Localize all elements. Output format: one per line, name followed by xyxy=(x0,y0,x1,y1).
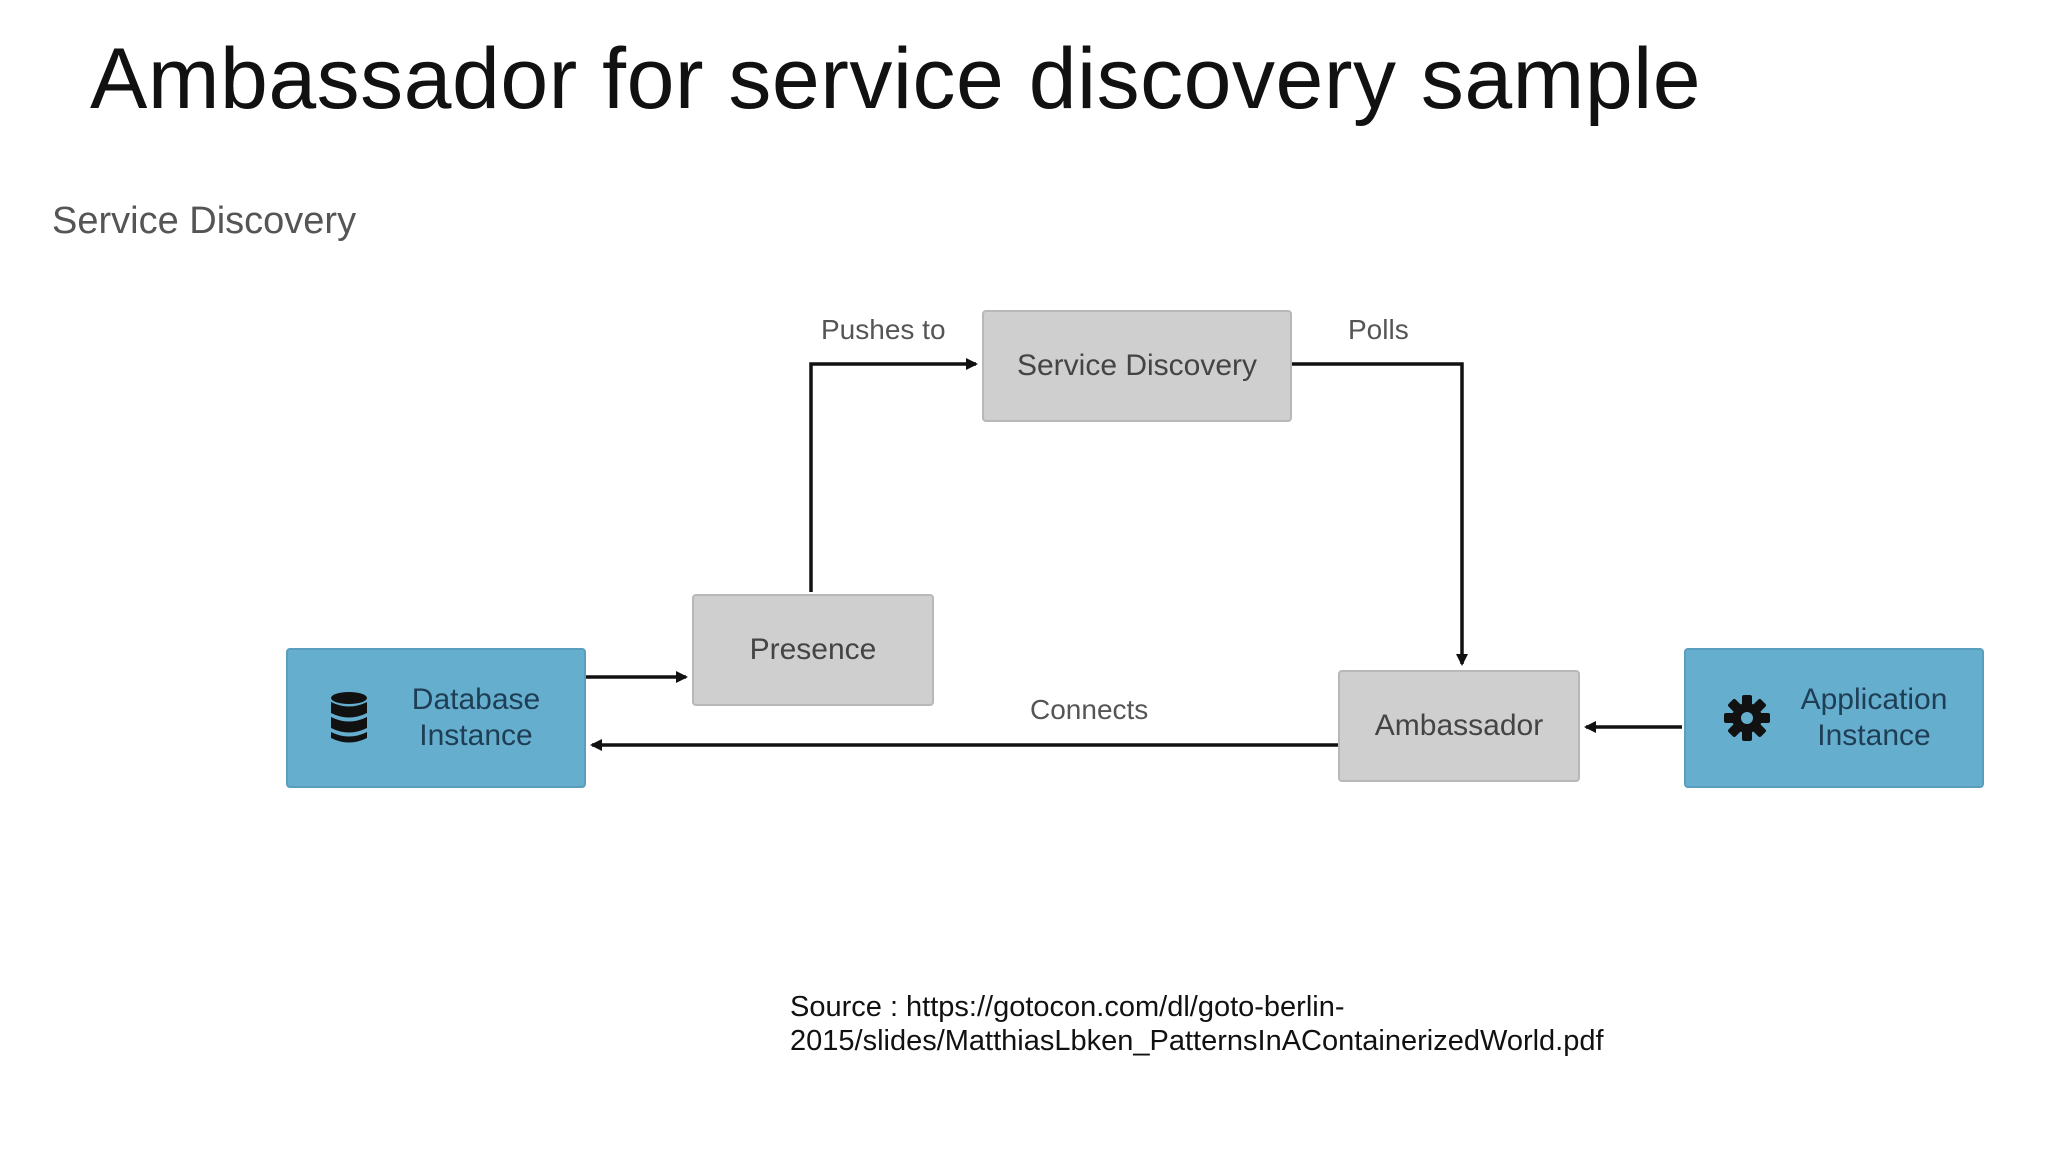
node-ambassador: Ambassador xyxy=(1338,670,1580,782)
node-application-label-line2: Instance xyxy=(1817,719,1931,752)
source-line-2: 2015/slides/MatthiasLbken_PatternsInACon… xyxy=(790,1025,1604,1058)
node-database-label-line1: Database xyxy=(411,683,541,716)
source-citation: Source : https://gotocon.com/dl/goto-ber… xyxy=(790,990,1604,1058)
node-presence-label: Presence xyxy=(749,633,877,666)
edge-polls xyxy=(1290,362,1468,666)
database-icon xyxy=(321,690,377,746)
node-ambassador-label: Ambassador xyxy=(1374,709,1544,742)
edge-pushes-to xyxy=(809,358,978,592)
edge-label-connects: Connects xyxy=(1030,694,1149,725)
gear-icon xyxy=(1719,690,1775,746)
node-database-instance: Database Instance xyxy=(286,648,586,788)
source-line-1: Source : https://gotocon.com/dl/goto-ber… xyxy=(790,991,1345,1023)
node-presence: Presence xyxy=(692,594,934,706)
diagram-heading: Service Discovery xyxy=(52,200,357,242)
node-application-label-line1: Application xyxy=(1800,683,1948,716)
edge-label-polls: Polls xyxy=(1348,314,1409,345)
node-service-discovery: Service Discovery xyxy=(982,310,1292,422)
node-application-label: Application Instance xyxy=(1799,682,1949,754)
node-application-instance: Application Instance xyxy=(1684,648,1984,788)
node-service-discovery-label: Service Discovery xyxy=(1016,349,1258,382)
node-database-label: Database Instance xyxy=(401,682,551,754)
slide-title: Ambassador for service discovery sample xyxy=(90,31,1702,127)
edge-label-pushes-to: Pushes to xyxy=(821,314,946,345)
node-database-label-line2: Instance xyxy=(419,719,533,752)
